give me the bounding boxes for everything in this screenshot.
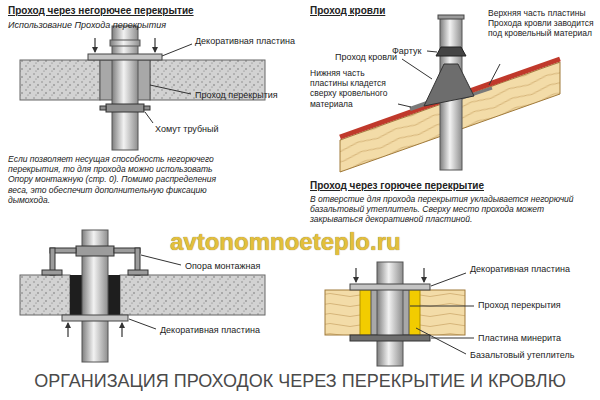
- apron: [436, 47, 466, 56]
- leader-line: [141, 255, 181, 265]
- leader-line: [129, 319, 156, 329]
- screw-arrow: [121, 323, 122, 337]
- part-label: Декоративная пластина: [470, 264, 570, 275]
- decor-plate: [88, 54, 162, 60]
- support-foot: [42, 270, 62, 275]
- part-label: Декоративная пластина: [160, 325, 260, 336]
- minerite-plate: [350, 335, 430, 341]
- section-heading: Проход кровли: [310, 5, 385, 17]
- decor-plate: [350, 284, 430, 290]
- part-label: Проход перекрытия: [478, 300, 561, 311]
- roof-pass-cone: [424, 64, 474, 106]
- leader-line: [162, 44, 192, 56]
- pipe-cap: [438, 15, 464, 19]
- note-text: В отверстие для прохода перекрытия уклад…: [310, 194, 594, 225]
- pipe-joint: [110, 40, 140, 46]
- section-subheading: Использование Прохода перекрытия: [8, 20, 166, 31]
- concrete-slab: [120, 275, 265, 315]
- part-label: Декоративная пластина: [195, 36, 295, 47]
- leader-line: [410, 306, 474, 307]
- screw-arrow: [67, 323, 68, 337]
- chimney-pipe: [377, 262, 403, 366]
- leader-line: [431, 273, 466, 286]
- concrete-slab: [20, 60, 100, 100]
- part-label: Проход перекрытия: [195, 90, 278, 101]
- part-label: Опора монтажная: [185, 261, 260, 272]
- clamp-ear: [144, 106, 150, 110]
- screw-arrow: [355, 268, 356, 282]
- leader-line: [398, 104, 411, 107]
- leader-line: [416, 328, 466, 354]
- note-text: Верхняя часть пластины Прохода кровли за…: [488, 8, 594, 39]
- pipe-clamp: [106, 104, 144, 112]
- section-heading: Проход через негорючее перекрытие: [8, 5, 194, 17]
- leader-line: [402, 59, 432, 79]
- leader-line: [427, 51, 437, 52]
- support-collar: [76, 246, 114, 256]
- leader-line: [150, 85, 191, 94]
- watermark: avtonomnoeteplo.ru: [170, 228, 401, 257]
- timber-pass-figure: [325, 262, 474, 366]
- note-text: Если позволяет несущая способность негор…: [8, 154, 228, 205]
- part-label: Хомут трубный: [155, 124, 219, 135]
- leader-line: [489, 64, 500, 85]
- section-heading: Проход через горючее перекрытие: [310, 180, 484, 192]
- leader-line: [145, 112, 153, 123]
- decor-plate: [62, 315, 128, 321]
- screw-arrow: [423, 268, 424, 282]
- note-text: Нижняя часть пластины кладется сверху кр…: [310, 68, 396, 109]
- concrete-slab: [20, 275, 70, 315]
- part-label: Проход кровли: [335, 52, 397, 63]
- screw-arrow: [94, 38, 95, 52]
- clamp-ear: [100, 106, 106, 110]
- part-label: Базальтовый утеплитель: [470, 350, 574, 361]
- figure-caption: ОРГАНИЗАЦИЯ ПРОХОДОК ЧЕРЕЗ ПЕРЕКРЫТИЕ И …: [0, 371, 600, 392]
- support-foot: [128, 270, 148, 275]
- part-label: Пластина минерита: [478, 333, 561, 344]
- screw-arrow: [154, 38, 155, 52]
- leader-line: [431, 338, 474, 339]
